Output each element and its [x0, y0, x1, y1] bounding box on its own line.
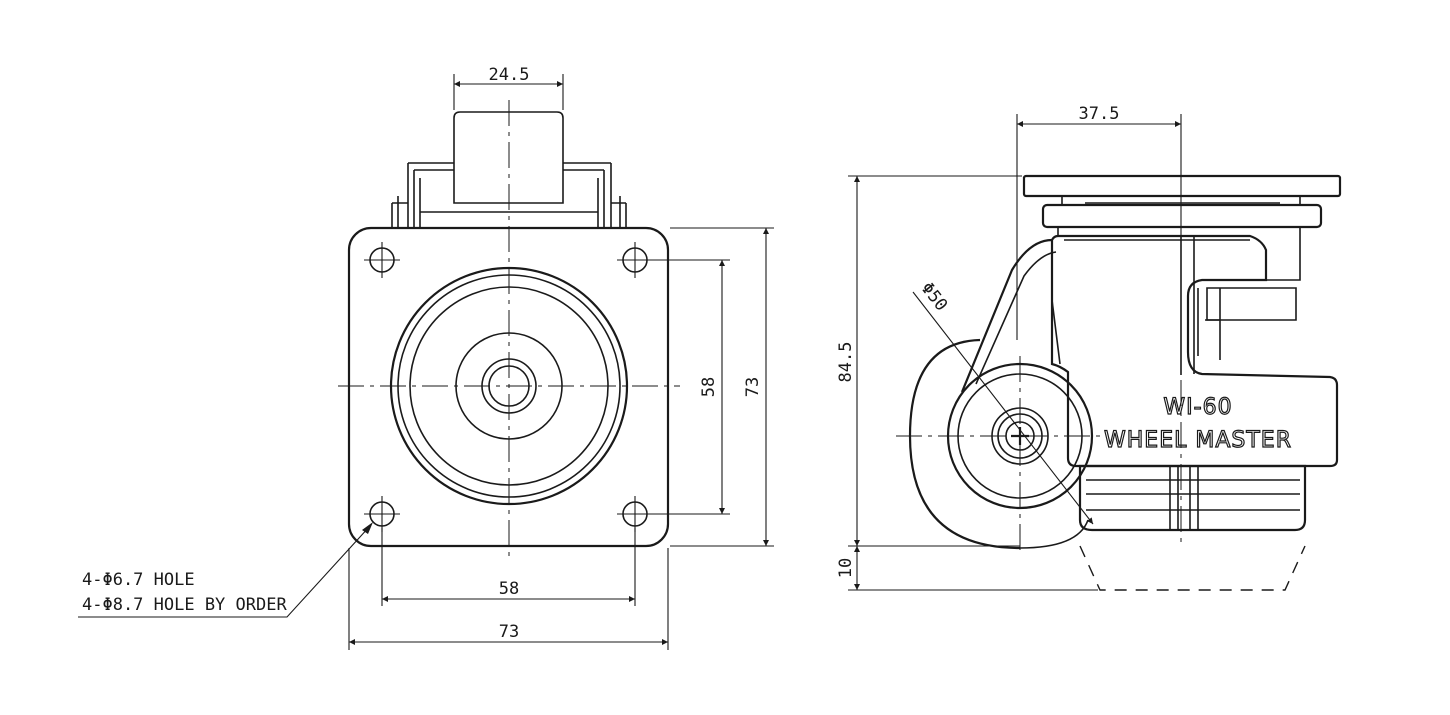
dim-wheel-diameter-label: Φ50: [917, 279, 952, 316]
dim-bolt-spacing-vertical: 58: [650, 259, 730, 515]
dim-total-height-label: 84.5: [836, 342, 856, 383]
dim-plate-height-label: 73: [743, 377, 763, 397]
dim-bolt-spacing-horizontal-label: 58: [499, 579, 519, 599]
stem-assembly: [391, 111, 627, 228]
caster-housing: [1050, 234, 1339, 468]
brand-model: WI-60: [1163, 395, 1232, 420]
dim-stem-width: 24.5: [453, 65, 564, 110]
fork-arm: [960, 238, 1061, 393]
top-plate: [1022, 174, 1342, 281]
front-view: 24.5 58 73 58 73 4-Φ: [78, 65, 774, 650]
wheel-side: [908, 338, 1094, 550]
hole-note-line1: 4-Φ6.7 HOLE: [82, 570, 195, 590]
leveling-foot: [1078, 464, 1307, 591]
dim-plate-width: 73: [348, 548, 669, 650]
dim-leveling-label: 10: [836, 558, 856, 578]
mounting-holes: [364, 242, 653, 532]
dim-total-height: 84.5: [836, 175, 1022, 547]
dim-plate-width-label: 73: [499, 622, 519, 642]
dim-offset-label: 37.5: [1079, 104, 1120, 124]
dim-bolt-spacing-vertical-label: 58: [699, 377, 719, 397]
dim-leveling: 10: [836, 546, 1098, 591]
dim-stem-width-label: 24.5: [489, 65, 530, 85]
dim-offset: 37.5: [1016, 104, 1182, 340]
hole-note: 4-Φ6.7 HOLE 4-Φ8.7 HOLE BY ORDER: [78, 522, 373, 618]
brand-name: WHEEL MASTER: [1104, 428, 1292, 453]
dim-bolt-spacing-horizontal: 58: [381, 528, 636, 606]
side-view: WI-60 WHEEL MASTER 37.5 84.5 10 Φ50: [836, 104, 1342, 591]
dim-wheel-diameter: Φ50: [912, 279, 1094, 525]
dim-plate-height: 73: [670, 227, 774, 547]
hole-note-line2: 4-Φ8.7 HOLE BY ORDER: [82, 595, 287, 615]
